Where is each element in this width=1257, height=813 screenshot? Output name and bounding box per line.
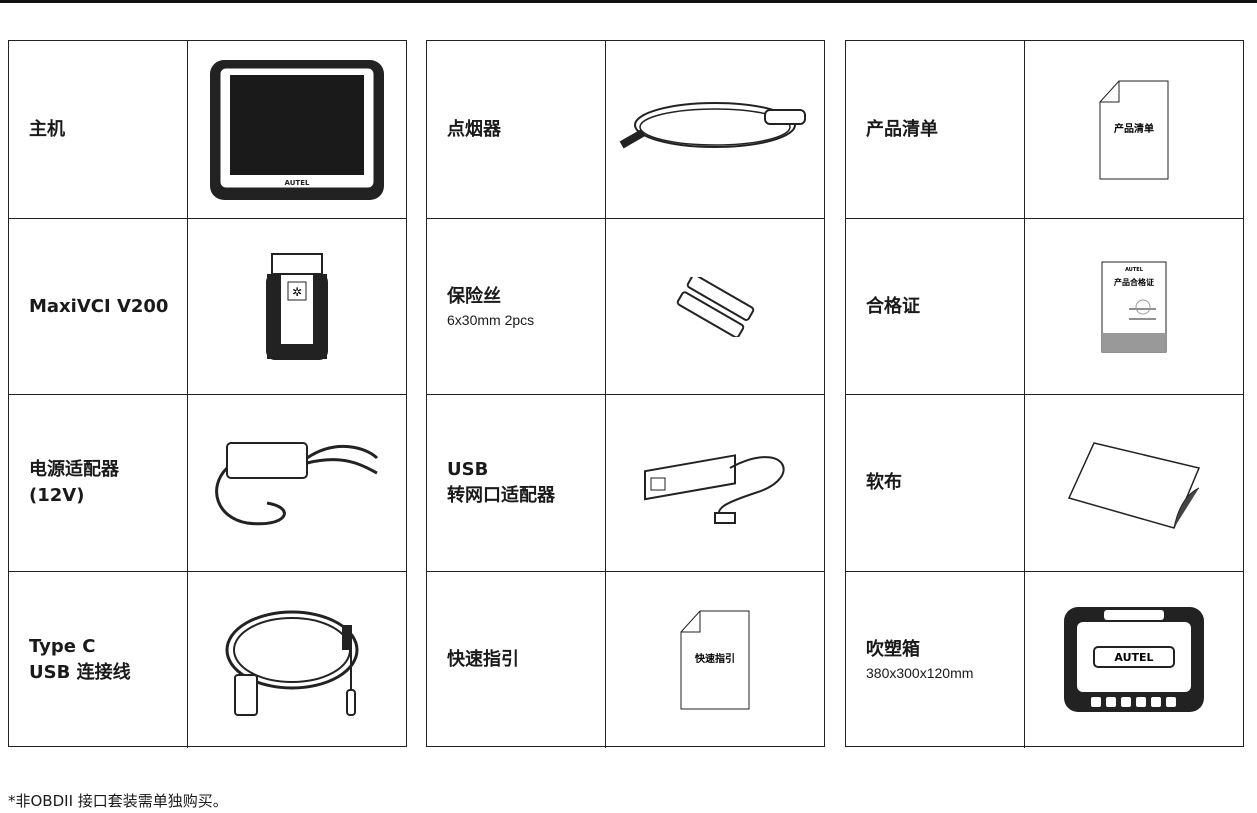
- item-name: Type C: [29, 635, 96, 657]
- table-row: 产品清单 产品清单: [846, 41, 1243, 218]
- table-row: 主机 AUTEL: [9, 41, 406, 218]
- table-row: 合格证 AUTEL 产品合格证: [846, 217, 1243, 395]
- item-name: MaxiVCI V200: [29, 295, 169, 317]
- top-rule: [0, 0, 1257, 3]
- item-name: USB: [447, 459, 489, 480]
- item-label: 点烟器: [427, 41, 606, 218]
- item-label: 电源适配器 (12V): [9, 395, 188, 571]
- table-row: Type C USB 连接线: [9, 570, 406, 748]
- item-name: 吹塑箱: [866, 638, 920, 660]
- item-label: MaxiVCI V200: [9, 218, 188, 395]
- item-name: (12V): [29, 485, 85, 506]
- tablet-icon: AUTEL: [188, 41, 406, 218]
- footnote: *非OBDII 接口套装需单独购买。: [8, 792, 228, 810]
- svg-text:快速指引: 快速指引: [694, 652, 735, 665]
- contents-table: 产品清单 产品清单合格证 AUTEL 产品合格证软布吹塑箱 380x300x120mm A…: [845, 40, 1244, 748]
- item-name: 软布: [866, 472, 902, 493]
- item-label: 吹塑箱 380x300x120mm: [846, 571, 1025, 748]
- svg-text:✲: ✲: [292, 285, 302, 299]
- contents-table: 主机 AUTEL MaxiVCI V200 ✲ 电源适配器 (12V) Type C USB …: [8, 40, 407, 748]
- item-label: Type C USB 连接线: [9, 571, 188, 748]
- table-row: 软布: [846, 394, 1243, 571]
- cigarette-lighter-cable-icon: [606, 41, 824, 218]
- table-row: 快速指引 快速指引: [427, 570, 824, 748]
- svg-text:AUTEL: AUTEL: [285, 179, 310, 187]
- svg-text:产品合格证: 产品合格证: [1114, 277, 1154, 287]
- item-name: 保险丝: [447, 285, 501, 307]
- svg-text:AUTEL: AUTEL: [1114, 651, 1153, 664]
- item-label: 合格证: [846, 218, 1025, 395]
- svg-text:产品清单: 产品清单: [1114, 122, 1154, 135]
- item-label: USB 转网口适配器: [427, 395, 606, 571]
- item-label: 产品清单: [846, 41, 1025, 218]
- fuse-icon: [606, 219, 824, 395]
- cloth-icon: [1025, 395, 1243, 571]
- power-adapter-icon: [188, 395, 406, 571]
- item-label: 软布: [846, 395, 1025, 571]
- item-name: USB 连接线: [29, 661, 131, 683]
- vci-dongle-icon: ✲: [188, 219, 406, 395]
- table-row: 保险丝 6x30mm 2pcs: [427, 217, 824, 395]
- item-spec: 6x30mm 2pcs: [447, 311, 535, 328]
- item-name: 主机: [29, 118, 65, 140]
- item-name: 电源适配器: [29, 459, 119, 480]
- table-row: 吹塑箱 380x300x120mm AUTEL: [846, 570, 1243, 748]
- item-label: 保险丝 6x30mm 2pcs: [427, 218, 606, 395]
- item-name: 快速指引: [447, 648, 519, 670]
- item-name: 点烟器: [447, 118, 501, 140]
- document-icon: 产品清单: [1025, 41, 1243, 218]
- certificate-icon: AUTEL 产品合格证: [1025, 219, 1243, 395]
- item-name: 合格证: [866, 295, 920, 317]
- item-spec: 380x300x120mm: [866, 664, 974, 681]
- usb-ethernet-adapter-icon: [606, 395, 824, 571]
- carry-case-icon: AUTEL: [1025, 572, 1243, 748]
- document-icon: 快速指引: [606, 572, 824, 748]
- table-row: 点烟器: [427, 41, 824, 218]
- item-label: 主机: [9, 41, 188, 218]
- table-row: MaxiVCI V200 ✲: [9, 217, 406, 395]
- table-row: 电源适配器 (12V): [9, 394, 406, 571]
- usb-cable-icon: [188, 572, 406, 748]
- item-label: 快速指引: [427, 571, 606, 748]
- table-row: USB 转网口适配器: [427, 394, 824, 571]
- svg-text:AUTEL: AUTEL: [1125, 267, 1144, 273]
- item-name: 转网口适配器: [447, 485, 555, 506]
- item-name: 产品清单: [866, 118, 938, 140]
